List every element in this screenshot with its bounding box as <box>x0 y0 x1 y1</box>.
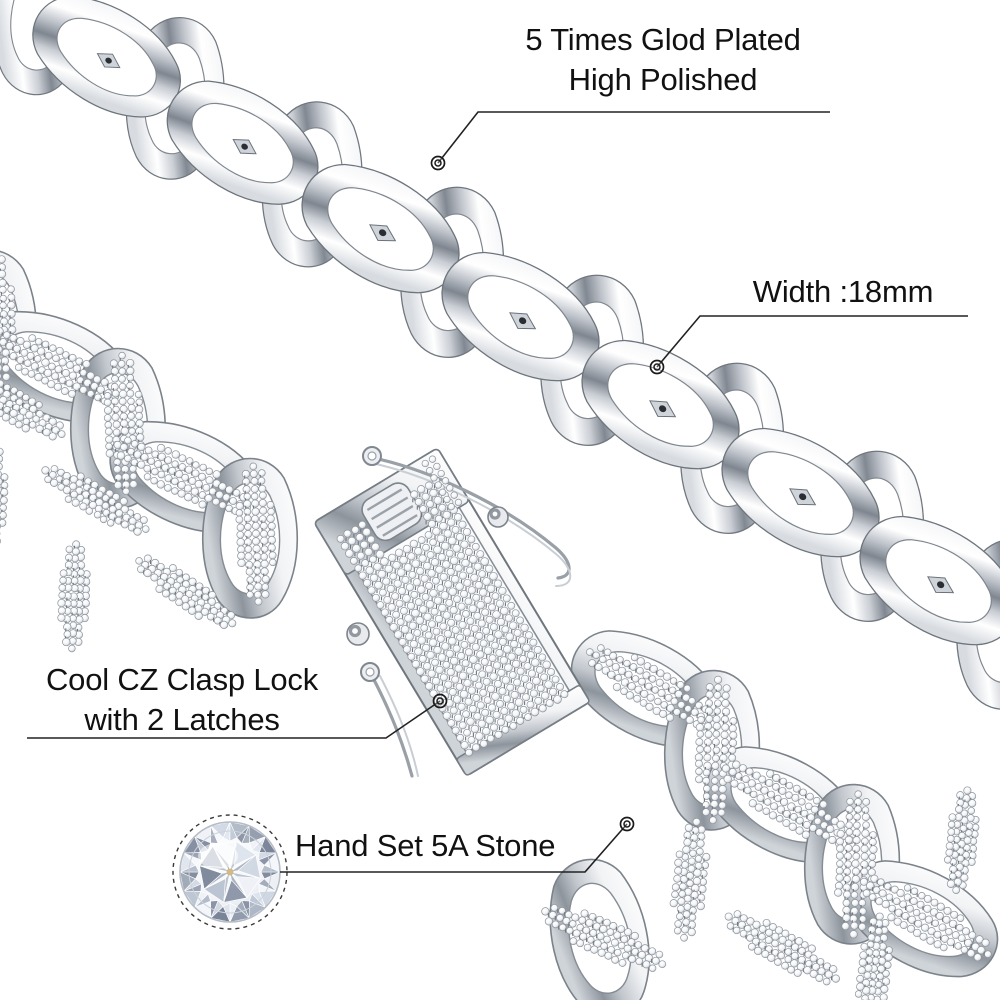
callout-label-plating: 5 Times Glod Plated High Polished <box>495 20 831 100</box>
callout-leaders <box>27 111 968 873</box>
clasp-latches <box>346 446 572 778</box>
callout-label-clasp: Cool CZ Clasp Lock with 2 Latches <box>27 660 337 740</box>
callout-clasp-line-2: with 2 Latches <box>84 702 280 737</box>
pave-stones <box>0 255 992 1000</box>
polished-chain-group <box>0 0 1000 715</box>
callout-leader-width <box>649 315 968 375</box>
diamond-inset <box>172 814 288 930</box>
callout-plating-line-2: High Polished <box>568 62 758 97</box>
callout-label-width: Width :18mm <box>718 272 968 312</box>
cz-clasp-lock <box>314 448 590 776</box>
iced-chain-group <box>0 249 1000 1000</box>
callout-width-line-1: Width :18mm <box>752 274 934 309</box>
callout-leader-plating <box>430 111 830 171</box>
callout-clasp-line-1: Cool CZ Clasp Lock <box>45 662 319 697</box>
callout-label-stone: Hand Set 5A Stone <box>295 826 585 866</box>
callout-plating-line-1: 5 Times Glod Plated <box>525 22 801 57</box>
callout-stone-line-1: Hand Set 5A Stone <box>295 828 556 863</box>
